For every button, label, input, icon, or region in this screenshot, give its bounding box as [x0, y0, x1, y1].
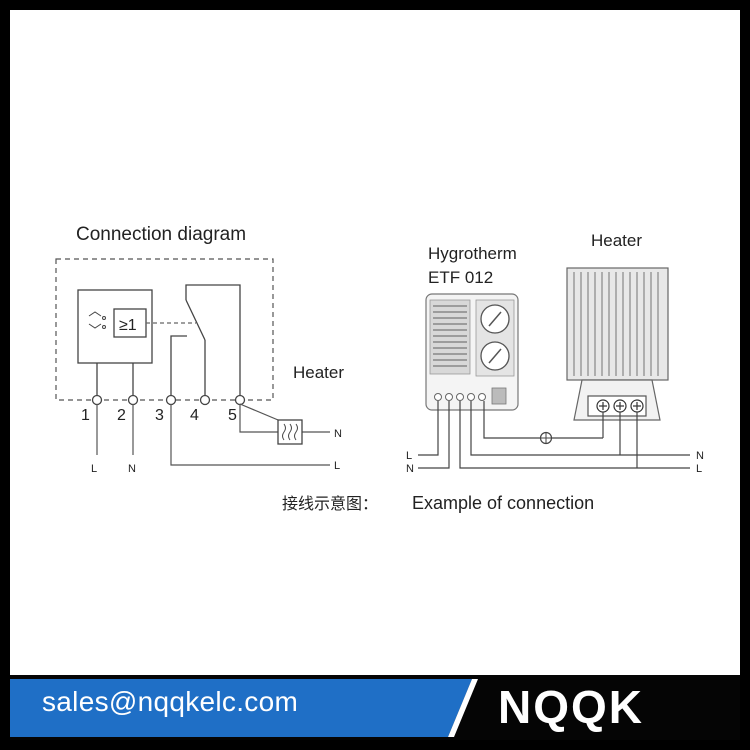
- terminal-4: [199, 394, 211, 406]
- white-sheet: Connection diagram ≥1: [10, 10, 740, 740]
- example-label-N-right: N: [696, 450, 704, 462]
- wire-label-N2: N: [334, 428, 342, 440]
- wire-label-N1: N: [128, 463, 136, 475]
- sensor-symbol-icon: [88, 311, 106, 329]
- connection-diagram: Connection diagram ≥1: [55, 224, 344, 475]
- terminal-label-3: 3: [155, 407, 164, 424]
- example-label-L-left: L: [406, 450, 412, 462]
- device-name: Hygrotherm: [428, 244, 517, 263]
- dashed-enclosure: [55, 258, 274, 401]
- terminal-2: [127, 394, 139, 406]
- sensor-leads: [96, 363, 134, 398]
- example-wires: [418, 401, 690, 469]
- or-gate-symbol: ≥1: [119, 317, 137, 334]
- left-heater-label: Heater: [293, 363, 344, 382]
- device-model: ETF 012: [428, 268, 493, 287]
- caption-english: Example of connection: [412, 493, 594, 513]
- terminal-1: [91, 394, 103, 406]
- footer-banner: [10, 675, 740, 740]
- right-heater-label: Heater: [591, 231, 642, 250]
- sensor-box: [77, 289, 153, 364]
- relay-contacts: [170, 284, 241, 398]
- wire-label-L2: L: [334, 460, 340, 472]
- band-divider: [448, 679, 478, 737]
- terminal-3: [165, 394, 177, 406]
- heat-waves-icon: [282, 423, 298, 441]
- wiring-diagram: Connection diagram ≥1: [55, 224, 704, 513]
- contact-email: sales@nqqkelc.com: [42, 686, 299, 717]
- terminal-5: [234, 394, 246, 406]
- terminal-label-2: 2: [117, 407, 126, 424]
- example-connection: Hygrotherm ETF 012 Heater: [406, 231, 704, 475]
- example-label-N-left: N: [406, 463, 414, 475]
- wire-label-L1: L: [91, 463, 97, 475]
- terminal-label-1: 1: [81, 407, 90, 424]
- terminal-label-4: 4: [190, 407, 199, 424]
- caption-chinese: 接线示意图：: [282, 494, 378, 513]
- hygrotherm-device: [425, 293, 519, 411]
- terminal-label-5: 5: [228, 407, 237, 424]
- connection-diagram-title: Connection diagram: [76, 224, 246, 245]
- heater-unit: [566, 267, 669, 421]
- example-label-L-right: L: [696, 463, 702, 475]
- brand-logo: NQQK: [498, 681, 644, 733]
- email-band: [10, 679, 472, 737]
